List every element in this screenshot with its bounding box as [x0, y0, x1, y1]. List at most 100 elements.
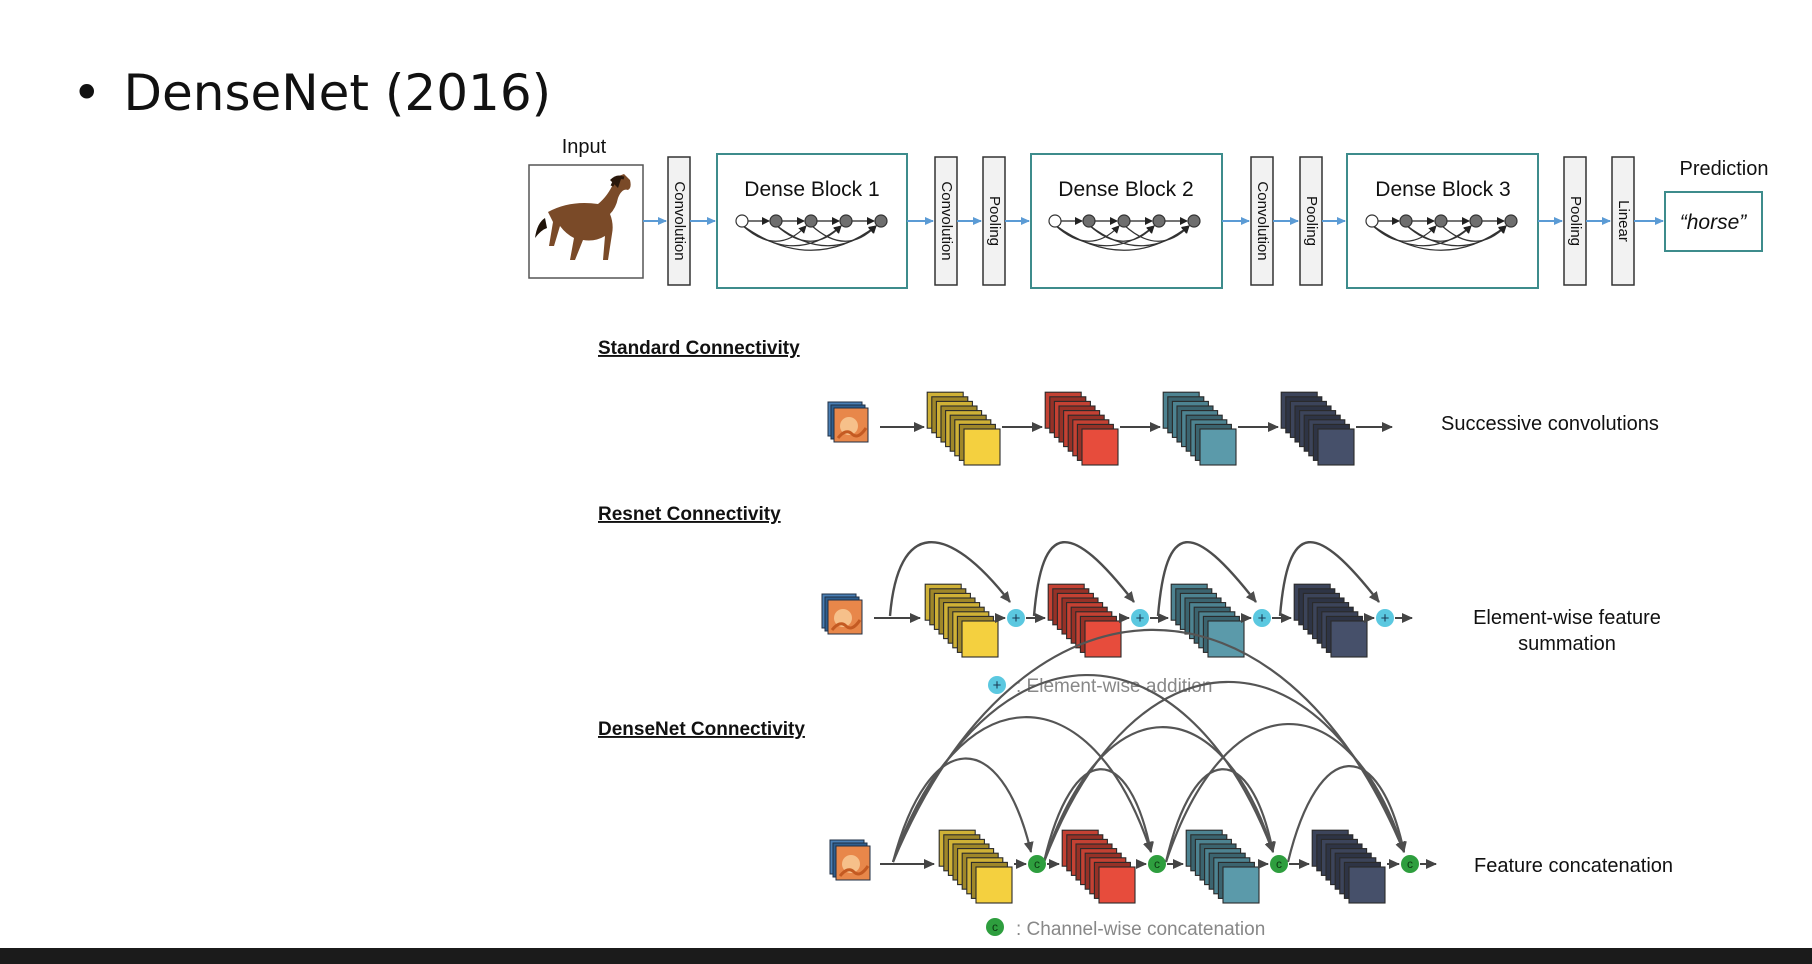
add-legend-symbol: + [993, 677, 1002, 694]
concat-node-symbol: c [1407, 857, 1413, 871]
mini-layer-node [874, 214, 888, 228]
conv3-label: Convolution [1254, 181, 1271, 260]
title-bullet: • [72, 64, 102, 122]
add-node [1253, 609, 1271, 627]
dense-block-3-label: Dense Block 3 [1375, 178, 1510, 201]
densenet-skip-arc [1042, 726, 1275, 863]
mini-2-connections [1048, 214, 1201, 251]
concat-node-symbol: c [1034, 857, 1040, 871]
densenet-skip-arc [891, 757, 1034, 863]
mini-layer-node [1434, 214, 1448, 228]
prediction-label: Prediction [1680, 158, 1769, 180]
mini-skip-arc [1440, 224, 1507, 242]
mini-skip-arc [1405, 224, 1507, 247]
horse-image [528, 164, 644, 279]
mini-layer-node [1082, 214, 1096, 228]
linear-layer: Linear [1611, 156, 1635, 286]
densenet-connectivity: DenseNet Connectivity c c c c Feature conca… [598, 628, 1673, 940]
add-node-symbol: + [1258, 610, 1267, 627]
concat-node [1148, 855, 1166, 873]
pool4-layer: Pooling [1563, 156, 1587, 286]
densenet-heading: DenseNet Connectivity [598, 719, 805, 740]
standard-heading: Standard Connectivity [598, 338, 800, 359]
prediction-box: “horse” [1664, 191, 1763, 252]
standard-connectivity: Standard Connectivity Successive convolu… [598, 338, 1659, 466]
concat-node-symbol: c [1154, 857, 1160, 871]
standard-feature-stack [1162, 391, 1237, 466]
mini-layer-node [769, 214, 783, 228]
conv1-label: Convolution [671, 181, 688, 260]
resnet-skip-arc [1278, 541, 1380, 617]
resnet-legend: + : Element-wise addition [988, 676, 1212, 697]
add-legend-icon [988, 676, 1006, 694]
add-node-symbol: + [1012, 610, 1021, 627]
standard-input-image [827, 401, 869, 443]
input-label: Input [562, 136, 607, 158]
mini-skip-arc [1088, 224, 1190, 247]
mini-input-node [735, 214, 749, 228]
densenet-skip-arc [891, 716, 1153, 863]
concat-node [1401, 855, 1419, 873]
densenet-skip-arc [891, 628, 1406, 863]
mini-layer-node [1152, 214, 1166, 228]
mini-skip-arc [775, 224, 877, 247]
resnet-skip-arc [888, 541, 1011, 617]
linear-label: Linear [1615, 200, 1632, 242]
add-node [1131, 609, 1149, 627]
conv2-label: Convolution [938, 181, 955, 260]
bottom-bar [0, 948, 1812, 964]
resnet-feature-stack [924, 583, 999, 658]
mini-skip-arc [810, 224, 877, 242]
pool4-label: Pooling [1567, 196, 1584, 246]
concat-node-symbol: c [1276, 857, 1282, 871]
mini-layer-node [1187, 214, 1201, 228]
resnet-connectivity: Resnet Connectivity ++++ Element-wise fe… [598, 504, 1661, 697]
densenet-description: Feature concatenation [1474, 855, 1673, 877]
concat-legend-symbol: c [992, 920, 998, 934]
prediction-value: “horse” [1680, 211, 1748, 234]
add-node [1376, 609, 1394, 627]
densenet-legend-text: : Channel-wise concatenation [1016, 919, 1265, 940]
slide-title: •DenseNet (2016) [72, 64, 551, 122]
mini-layer-node [1469, 214, 1483, 228]
densenet-input-image [829, 839, 871, 881]
pool3-label: Pooling [1303, 196, 1320, 246]
concat-node [1028, 855, 1046, 873]
resnet-description-line2: summation [1518, 633, 1616, 655]
resnet-input-image [821, 593, 863, 635]
dense-block-1-label: Dense Block 1 [744, 178, 879, 201]
standard-feature-stack [926, 391, 1001, 466]
dense-block-3: Dense Block 3 [1346, 153, 1539, 289]
mini-1-connections [735, 214, 888, 251]
add-node [1007, 609, 1025, 627]
resnet-legend-text: : Element-wise addition [1016, 676, 1212, 697]
pipeline: Input Convolution Dense Block 1 Convolut… [528, 136, 1769, 289]
mini-input-node [1365, 214, 1379, 228]
densenet-skip-arc [1042, 768, 1154, 863]
resnet-heading: Resnet Connectivity [598, 504, 781, 525]
densenet-skip-arc [1164, 768, 1276, 863]
densenet-feature-stack [1185, 829, 1260, 904]
conv3-layer: Convolution [1250, 156, 1274, 286]
densenet-skip-arc [1286, 765, 1407, 863]
mini-layer-node [1117, 214, 1131, 228]
pool3-layer: Pooling [1299, 156, 1323, 286]
resnet-skip-arc [1156, 541, 1257, 617]
dense-block-2-label: Dense Block 2 [1058, 178, 1193, 201]
conv2-layer: Convolution [934, 156, 958, 286]
concat-node [1270, 855, 1288, 873]
mini-layer-node [839, 214, 853, 228]
resnet-skip-arc [1032, 541, 1135, 617]
densenet-feature-stack [1311, 829, 1386, 904]
pool2-label: Pooling [986, 196, 1003, 246]
standard-feature-stack [1044, 391, 1119, 466]
mini-layer-node [804, 214, 818, 228]
densenet-legend: c : Channel-wise concatenation [986, 918, 1265, 940]
standard-description: Successive convolutions [1441, 413, 1659, 435]
add-node-symbol: + [1381, 610, 1390, 627]
mini-layer-node [1504, 214, 1518, 228]
densenet-feature-stack [938, 829, 1013, 904]
mini-skip-arc [1123, 224, 1190, 242]
densenet-skip-arc [1164, 723, 1406, 863]
